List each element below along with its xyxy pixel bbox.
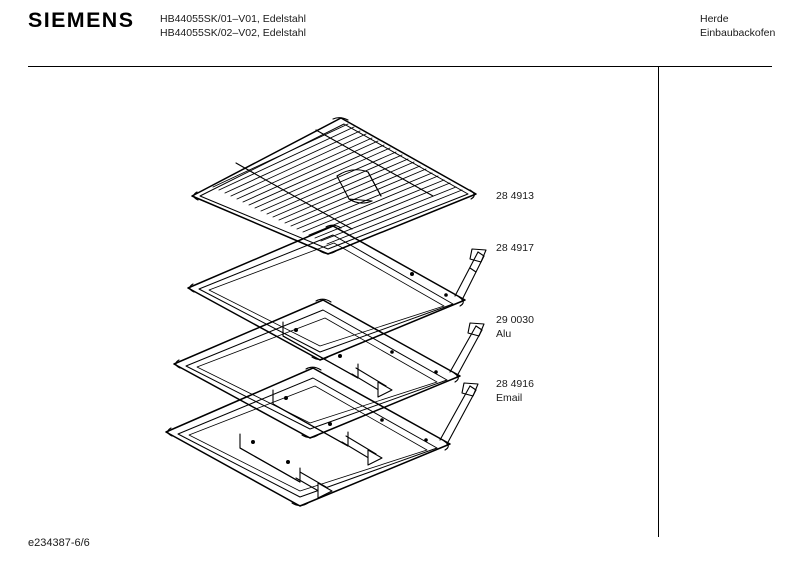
leader-tab [439,382,479,445]
part-label-28-4917: 28 4917 [496,242,534,256]
siemens-logo: SIEMENS [28,9,135,32]
model-line: HB44055SK/01–V01, Edelstahl [160,13,306,25]
part-material: Email [496,391,523,404]
part-label-28-4916: 28 4916 Email [496,378,534,405]
part-shallow-baking-tray [187,224,487,361]
part-wire-grill-rack [191,117,477,255]
part-number: 29 0030 [496,314,534,326]
leader-tab [454,248,487,301]
part-material: Alu [496,327,512,340]
part-label-28-4913: 28 4913 [496,190,534,204]
part-number: 28 4917 [496,242,534,254]
vertical-divider-rule [658,67,659,537]
leader-tab [449,322,485,377]
part-number: 28 4916 [496,378,534,390]
product-category: Herde Einbaubackofen [700,13,775,40]
support-arm [272,389,383,466]
category-line: Einbaubackofen [700,26,776,39]
category-line: Herde [700,13,729,25]
header-divider-rule [28,66,772,67]
support-arm [282,321,393,398]
rack-handle-loop [336,169,382,204]
part-rimmed-tray-alu [173,298,485,439]
part-number: 28 4913 [496,190,534,202]
document-code: e234387-6/6 [28,537,90,549]
part-rimmed-tray-email [165,366,479,507]
model-line: HB44055SK/02–V02, Edelstahl [160,26,306,39]
part-label-29-0030: 29 0030 Alu [496,314,534,341]
support-arm-front [239,433,333,499]
model-designations: HB44055SK/01–V01, Edelstahl HB44055SK/02… [160,13,306,40]
